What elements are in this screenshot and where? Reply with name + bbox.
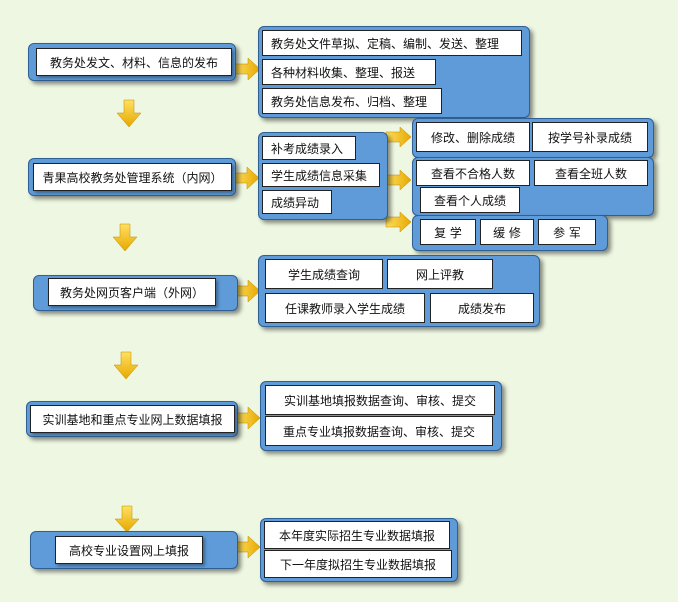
section-3-item-4: 成绩发布 [430,293,534,323]
section-3-main-box: 教务处网页客户端（外网） [48,278,216,306]
section-4-main-box: 实训基地和重点专业网上数据填报 [30,405,235,433]
section-4-item-1: 实训基地填报数据查询、审核、提交 [265,385,495,415]
sub-item-modify-delete: 修改、删除成绩 [416,122,530,152]
section-1-item-1: 教务处文件草拟、定稿、编制、发送、整理 [262,30,522,56]
section-3-item-1: 学生成绩查询 [265,259,383,289]
sub-item-supplement-by-id: 按学号补录成绩 [532,122,648,152]
section-5-item-2: 下一年度拟招生专业数据填报 [264,550,452,578]
section-2-item-1: 补考成绩录入 [262,136,356,160]
down-arrow-3 [113,351,139,380]
section-3-item-2: 网上评教 [387,259,493,289]
section-3-item-3: 任课教师录入学生成绩 [265,293,425,323]
right-arrow-5 [235,535,261,559]
down-arrow-2 [112,223,138,252]
section-2-item-2: 学生成绩信息采集 [262,163,380,187]
section-4-item-2: 重点专业填报数据查询、审核、提交 [265,416,493,446]
section-5-main-box: 高校专业设置网上填报 [55,536,203,564]
right-arrow-2 [233,166,260,190]
down-arrow-1 [116,99,142,128]
section-1-item-2: 各种材料收集、整理、报送 [262,59,436,85]
section-1-item-3: 教务处信息发布、归档、整理 [262,88,442,114]
right-arrow-sub-3 [385,211,412,233]
section-1-main-box: 教务处发文、材料、信息的发布 [36,48,232,76]
section-5-item-1: 本年度实际招生专业数据填报 [264,521,450,549]
right-arrow-4 [235,406,261,430]
section-2-item-3: 成绩异动 [262,190,332,214]
sub-item-failed-count: 查看不合格人数 [416,160,530,186]
sub-item-resume: 复 学 [420,219,476,245]
down-arrow-4 [114,505,140,533]
right-arrow-1 [233,57,261,81]
right-arrow-sub-1 [385,126,412,148]
sub-item-personal-score: 查看个人成绩 [420,187,520,213]
right-arrow-sub-2 [385,169,412,191]
sub-item-defer: 缓 修 [480,219,534,245]
sub-item-class-count: 查看全班人数 [534,160,648,186]
sub-item-enlist: 参 军 [538,219,596,245]
section-2-main-box: 青果高校教务处管理系统（内网） [33,163,232,191]
